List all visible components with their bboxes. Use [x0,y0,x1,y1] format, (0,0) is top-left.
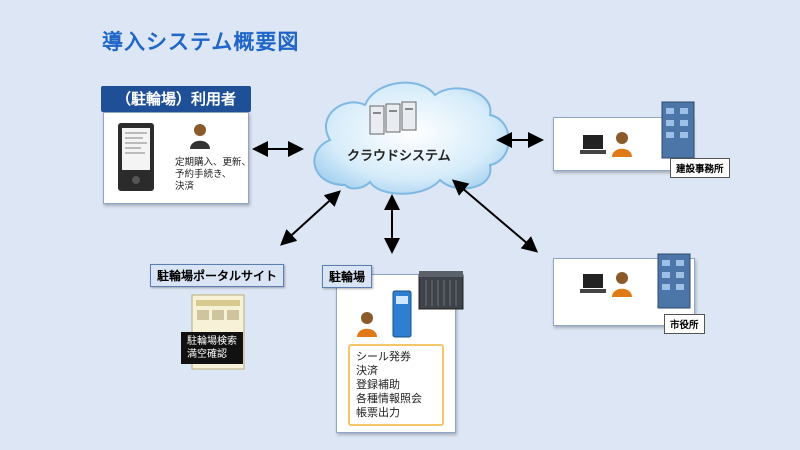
office2-label: 市役所 [664,314,705,334]
cloud-shape [313,81,510,195]
laptop-icon [580,272,606,300]
user-panel-header: （駐輪場）利用者 [101,86,251,112]
person-icon [612,270,632,302]
arrow-cloud-office2 [451,179,539,253]
laptop-icon [580,133,606,161]
portal-features: 駐輪場検索 満空確認 [181,332,243,364]
person-icon [612,130,632,162]
office1-label: 建設事務所 [670,158,730,178]
service-item: 決済 [356,364,378,377]
ticket-machine-icon [392,290,412,342]
person-icon [356,310,378,342]
parking-header: 駐輪場 [322,265,373,288]
building-icon [656,250,692,314]
person-icon [188,122,212,154]
portal-header: 駐輪場ポータルサイト [150,264,285,287]
server-icon [368,100,422,140]
service-item: 登録補助 [356,378,400,391]
smartphone-icon [117,122,155,196]
service-item: 帳票出力 [356,406,400,419]
user-panel-text: 定期購入、更新、 予約手続き、 決済 [175,157,252,192]
page-title: 導入システム概要図 [102,30,300,54]
cabinet-icon [418,270,464,314]
service-item: 各種情報照会 [356,392,422,405]
cloud-label: クラウドシステム [347,149,451,164]
parking-services: シール発券 決済 登録補助 各種情報照会 帳票出力 [348,344,444,426]
service-item: シール発券 [356,350,411,363]
arrow-cloud-portal [280,190,341,246]
building-icon [660,98,696,164]
